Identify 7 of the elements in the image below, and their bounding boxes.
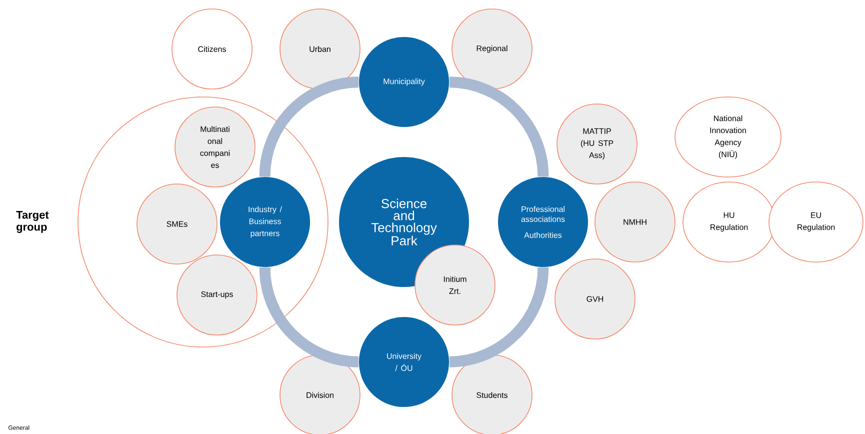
ring-arc <box>259 267 359 368</box>
ring-arc <box>259 76 359 177</box>
node-label: EU Regulation <box>798 212 835 232</box>
ring-arc <box>449 76 549 177</box>
ring-arc <box>449 267 549 368</box>
group-heading: Target group <box>16 211 49 233</box>
group-circle <box>78 96 328 348</box>
